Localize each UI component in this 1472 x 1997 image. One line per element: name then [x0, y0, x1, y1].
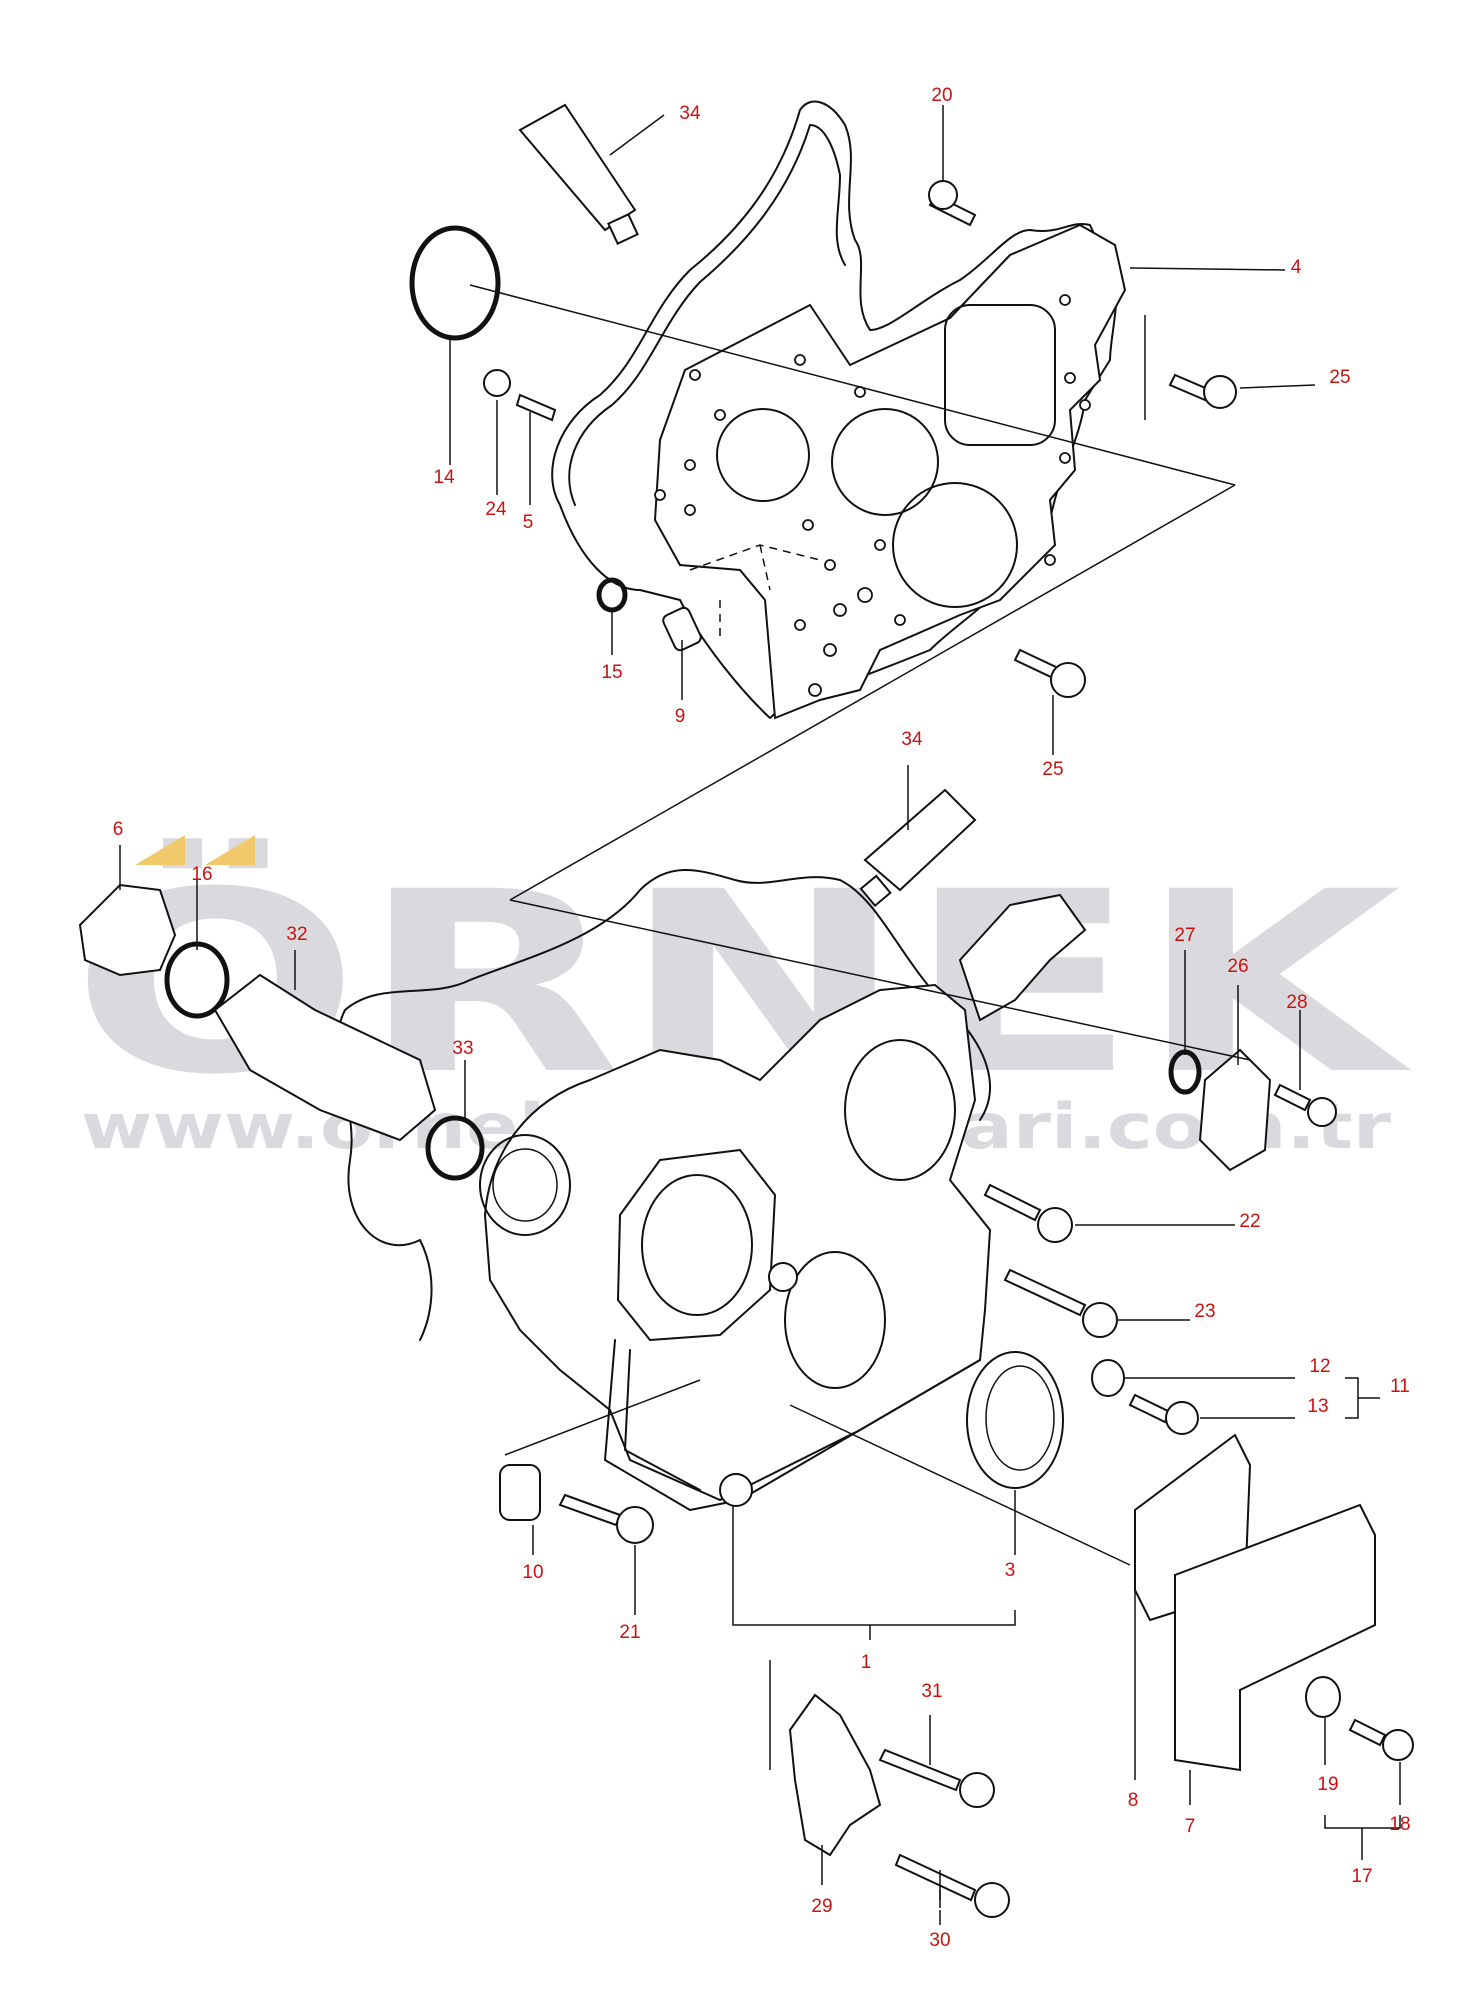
sealant-tube-upper: [518, 103, 637, 232]
bolt-22: [983, 1183, 1042, 1222]
sealant-tube-lower: [863, 788, 977, 892]
callout-20: 20: [931, 85, 952, 106]
nut-24: [483, 369, 511, 397]
callout-13: 13: [1307, 1396, 1328, 1417]
mount-bracket: [788, 1693, 882, 1857]
callout-15: 15: [601, 662, 622, 683]
callout-10: 10: [522, 1562, 543, 1583]
callout-1: 1: [861, 1652, 872, 1673]
callout-26: 26: [1227, 956, 1248, 977]
callout-3: 3: [1005, 1560, 1016, 1581]
callout-17: 17: [1351, 1866, 1372, 1887]
bolt-28: [1273, 1083, 1312, 1112]
callout-27: 27: [1174, 925, 1195, 946]
callout-34-lower: 34: [901, 729, 923, 750]
plate-holes: [654, 294, 1091, 697]
callout-labels: 1 3 4 5 6 7 8 9 10 11 12 13 14 15 16 17 …: [113, 85, 1411, 1951]
bolt-13: [1128, 1393, 1172, 1424]
stud-5: [515, 393, 557, 422]
case-base: [604, 1339, 981, 1511]
gasket-inner: [568, 124, 846, 506]
cover-plate-7: [1174, 1503, 1376, 1772]
callout-21: 21: [619, 1622, 640, 1643]
lower-assembly: [335, 869, 1087, 1511]
callout-29: 29: [811, 1896, 832, 1917]
callout-22: 22: [1239, 1211, 1260, 1232]
case-boss: [719, 1473, 753, 1507]
sealant-tube-upper-cap: [607, 213, 639, 245]
watermark-umlaut-left: [135, 835, 185, 865]
callout-33: 33: [452, 1038, 473, 1059]
washer-12: [1091, 1359, 1125, 1397]
bolt-18: [1348, 1718, 1387, 1747]
plate-hidden-lines: [689, 544, 821, 640]
bolt-21: [558, 1493, 622, 1527]
upper-bracket: [958, 893, 1087, 1022]
callout-7: 7: [1185, 1816, 1196, 1837]
crank-bore: [784, 1251, 886, 1389]
plate-bore-middle: [831, 408, 939, 516]
right-bore: [844, 1039, 956, 1181]
filler-cap: [78, 883, 177, 977]
front-plate: [653, 223, 1127, 720]
callout-9: 9: [675, 706, 686, 727]
callout-8: 8: [1128, 1790, 1139, 1811]
callout-25-upper: 25: [1329, 367, 1350, 388]
callout-4: 4: [1291, 257, 1302, 278]
callout-11: 11: [1390, 1376, 1410, 1397]
callout-28: 28: [1286, 992, 1307, 1013]
bolt-31: [878, 1748, 962, 1792]
o-ring-15: [596, 577, 628, 613]
oil-seal-inner: [985, 1365, 1055, 1471]
plate-bore-right: [892, 482, 1018, 608]
callout-12: 12: [1309, 1356, 1330, 1377]
sealant-tube-lower-cap: [859, 874, 892, 908]
callout-19: 19: [1317, 1774, 1338, 1795]
upper-assembly: [551, 100, 1127, 720]
threaded-port: [479, 1134, 571, 1236]
dowel-pin: [662, 606, 702, 652]
bolts: [558, 180, 1414, 1918]
callout-16: 16: [191, 864, 212, 885]
callout-30: 30: [929, 1930, 950, 1951]
callout-5: 5: [523, 512, 534, 533]
callout-31: 31: [921, 1681, 942, 1702]
plate-bore-left: [716, 408, 810, 502]
bolt-23: [1003, 1268, 1087, 1317]
plate-window: [944, 304, 1056, 446]
main-flange-bore: [641, 1174, 753, 1316]
callout-14: 14: [433, 467, 455, 488]
case-boss-2: [768, 1262, 798, 1292]
bolt-30: [894, 1853, 977, 1902]
callout-18: 18: [1389, 1814, 1410, 1835]
callout-23: 23: [1194, 1301, 1215, 1322]
watermark-umlaut-right: [205, 835, 255, 865]
callout-6: 6: [113, 819, 124, 840]
o-ring-33: [425, 1115, 485, 1181]
leader-lines: [119, 105, 1401, 1925]
callout-24: 24: [485, 499, 507, 520]
clip-10: [499, 1464, 541, 1521]
filler-tube: [213, 973, 437, 1142]
oil-seal: [966, 1351, 1064, 1489]
callout-34-upper: 34: [679, 103, 701, 124]
o-ring-14: [409, 225, 501, 341]
main-flange: [617, 1149, 776, 1341]
callout-32: 32: [286, 924, 307, 945]
washer-19: [1305, 1676, 1341, 1718]
threaded-port-inner: [492, 1148, 558, 1222]
callout-25-lower: 25: [1042, 759, 1063, 780]
cover-26: [1198, 1048, 1272, 1172]
